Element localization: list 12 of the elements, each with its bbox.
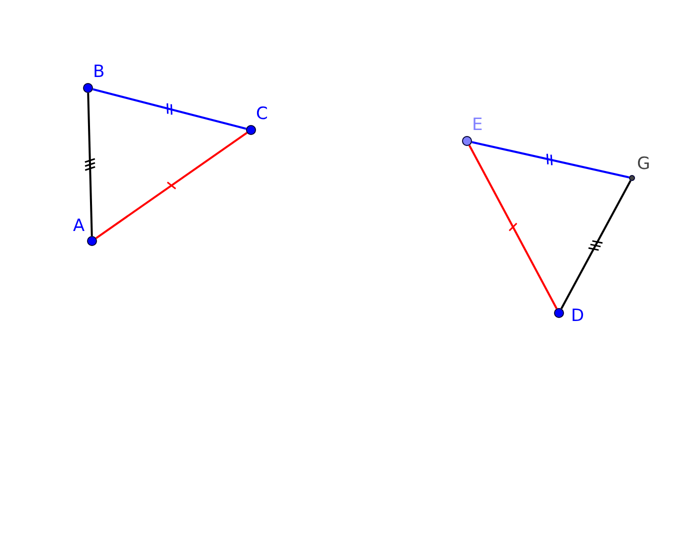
point-label: B (93, 63, 105, 81)
point-label: C (256, 105, 268, 123)
point-label: A (73, 217, 85, 235)
line-segment (560, 180, 632, 310)
line-segment (96, 132, 248, 239)
point-label: D (571, 307, 584, 325)
point-label: G (637, 155, 650, 173)
line-segment (468, 144, 558, 310)
line-segment (472, 141, 630, 178)
line-segment (92, 88, 246, 130)
point-label: E (472, 116, 483, 134)
line-segment (84, 92, 96, 236)
